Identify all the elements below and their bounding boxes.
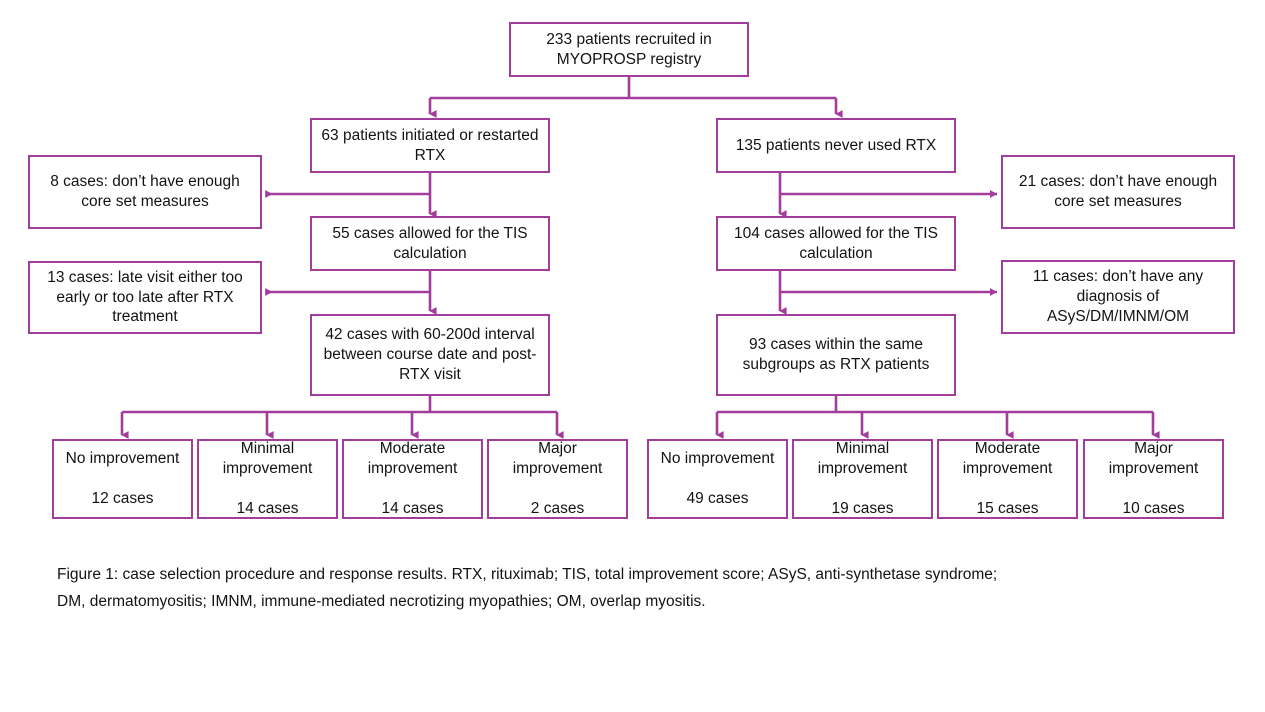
outcome-rtx-no-improvement: No improvement 12 cases bbox=[52, 439, 193, 519]
outcome-nonrtx-no-improvement: No improvement 49 cases bbox=[647, 439, 788, 519]
outcome-rtx-moderate-improvement: Moderate improvement 14 cases bbox=[342, 439, 483, 519]
node-right-exclusion2: 11 cases: don’t have any diagnosis of AS… bbox=[1001, 260, 1235, 334]
node-left-step2-label: 55 cases allowed for the TIS calculation bbox=[332, 224, 528, 262]
node-root: 233 patients recruited in MYOPROSP regis… bbox=[509, 22, 749, 77]
outcome-label: Moderate improvement bbox=[962, 440, 1053, 478]
node-left-step1: 63 patients initiated or restarted RTX bbox=[310, 118, 550, 173]
node-right-exclusion1: 21 cases: don’t have enough core set mea… bbox=[1001, 155, 1235, 229]
outcome-label: Moderate improvement bbox=[367, 440, 458, 478]
node-left-step1-label: 63 patients initiated or restarted RTX bbox=[321, 126, 539, 164]
outcome-count: 14 cases bbox=[381, 499, 444, 517]
node-right-step3: 93 cases within the same subgroups as RT… bbox=[716, 314, 956, 396]
node-left-step2: 55 cases allowed for the TIS calculation bbox=[310, 216, 550, 271]
node-right-step3-label: 93 cases within the same subgroups as RT… bbox=[742, 336, 930, 373]
node-right-step2-label: 104 cases allowed for the TIS calculatio… bbox=[734, 224, 938, 262]
node-right-exclusion2-label: 11 cases: don’t have any diagnosis of AS… bbox=[1032, 268, 1204, 325]
figure-caption-line2: DM, dermatomyositis; IMNM, immune-mediat… bbox=[57, 592, 706, 610]
outcome-nonrtx-minimal-improvement: Minimal improvement 19 cases bbox=[792, 439, 933, 519]
outcome-label: Major improvement bbox=[1108, 440, 1199, 478]
outcome-count: 15 cases bbox=[976, 499, 1039, 517]
node-right-step1-label: 135 patients never used RTX bbox=[735, 136, 937, 154]
outcome-count: 2 cases bbox=[530, 499, 585, 517]
outcome-label: Major improvement bbox=[512, 440, 603, 478]
outcome-nonrtx-major-improvement: Major improvement 10 cases bbox=[1083, 439, 1224, 519]
outcome-label: Minimal improvement bbox=[817, 440, 908, 478]
figure-caption-line1: Figure 1: case selection procedure and r… bbox=[57, 566, 998, 583]
node-left-exclusion2-label: 13 cases: late visit either too early or… bbox=[47, 268, 243, 326]
node-left-step3: 42 cases with 60-200d interval between c… bbox=[310, 314, 550, 396]
outcome-count: 49 cases bbox=[686, 489, 749, 507]
outcome-count: 12 cases bbox=[91, 489, 154, 507]
outcome-count: 10 cases bbox=[1122, 499, 1185, 517]
node-root-label: 233 patients recruited in MYOPROSP regis… bbox=[546, 30, 712, 68]
node-right-step2: 104 cases allowed for the TIS calculatio… bbox=[716, 216, 956, 271]
node-right-step1: 135 patients never used RTX bbox=[716, 118, 956, 173]
outcome-label: No improvement bbox=[65, 450, 180, 468]
outcome-label: No improvement bbox=[660, 450, 775, 468]
node-left-exclusion1: 8 cases: don’t have enough core set meas… bbox=[28, 155, 262, 229]
outcome-label: Minimal improvement bbox=[222, 440, 313, 478]
outcome-count: 14 cases bbox=[236, 499, 299, 517]
node-left-exclusion2: 13 cases: late visit either too early or… bbox=[28, 261, 262, 334]
outcome-rtx-minimal-improvement: Minimal improvement 14 cases bbox=[197, 439, 338, 519]
node-left-exclusion1-label: 8 cases: don’t have enough core set meas… bbox=[50, 173, 240, 210]
outcome-nonrtx-moderate-improvement: Moderate improvement 15 cases bbox=[937, 439, 1078, 519]
node-left-step3-label: 42 cases with 60-200d interval between c… bbox=[323, 326, 537, 383]
figure-caption: Figure 1: case selection procedure and r… bbox=[57, 562, 1227, 615]
node-right-exclusion1-label: 21 cases: don’t have enough core set mea… bbox=[1018, 173, 1218, 210]
outcome-count: 19 cases bbox=[831, 499, 894, 517]
outcome-rtx-major-improvement: Major improvement 2 cases bbox=[487, 439, 628, 519]
